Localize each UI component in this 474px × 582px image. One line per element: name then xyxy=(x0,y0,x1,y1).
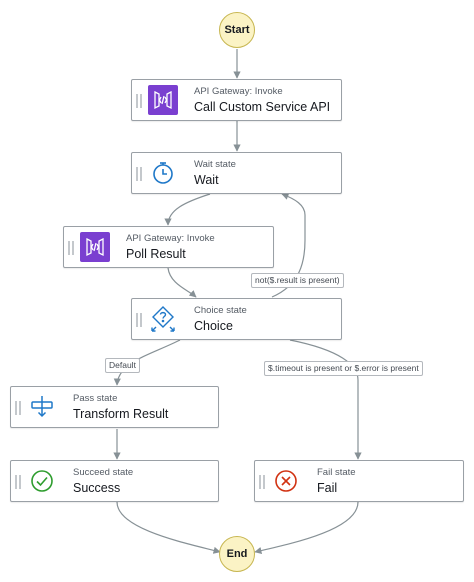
edge-poll-to-choice xyxy=(167,267,197,298)
state-call-custom-service-api[interactable]: API Gateway: Invoke Call Custom Service … xyxy=(131,79,342,121)
state-title: Choice xyxy=(194,319,233,333)
fail-x-icon xyxy=(271,466,301,496)
state-poll-result[interactable]: API Gateway: Invoke Poll Result xyxy=(63,226,274,268)
api-gateway-icon xyxy=(80,232,110,262)
api-gateway-icon xyxy=(148,85,178,115)
succeed-check-icon xyxy=(27,466,57,496)
drag-handle[interactable] xyxy=(68,241,74,255)
state-title: Wait xyxy=(194,173,219,187)
state-kind: Fail state xyxy=(317,467,356,478)
state-kind: API Gateway: Invoke xyxy=(126,233,215,244)
state-kind: API Gateway: Invoke xyxy=(194,86,283,97)
start-node[interactable]: Start xyxy=(219,12,255,48)
state-title: Fail xyxy=(317,481,338,495)
state-title: Poll Result xyxy=(126,247,186,261)
state-title: Success xyxy=(73,481,121,495)
stopwatch-icon xyxy=(148,158,178,188)
state-transform-result[interactable]: Pass state Transform Result xyxy=(10,386,219,428)
edge-success-to-end xyxy=(116,501,221,554)
state-fail[interactable]: Fail state Fail xyxy=(254,460,464,502)
choice-icon xyxy=(148,304,178,334)
edge-choice-to-fail xyxy=(289,339,362,460)
state-kind: Choice state xyxy=(194,305,247,316)
drag-handle[interactable] xyxy=(259,475,265,489)
end-label: End xyxy=(226,548,248,560)
edge-wait-to-poll xyxy=(164,193,211,226)
drag-handle[interactable] xyxy=(15,475,21,489)
drag-handle[interactable] xyxy=(136,94,142,108)
state-title: Transform Result xyxy=(73,407,169,421)
state-kind: Wait state xyxy=(194,159,236,170)
end-node[interactable]: End xyxy=(219,536,255,572)
state-choice[interactable]: Choice state Choice xyxy=(131,298,342,340)
drag-handle[interactable] xyxy=(136,167,142,181)
edge-label-loop[interactable]: not($.result is present) xyxy=(251,273,344,288)
state-kind: Pass state xyxy=(73,393,118,404)
drag-handle[interactable] xyxy=(15,401,21,415)
drag-handle[interactable] xyxy=(136,313,142,327)
state-wait[interactable]: Wait state Wait xyxy=(131,152,342,194)
edge-label-fail-condition[interactable]: $.timeout is present or $.error is prese… xyxy=(264,361,423,376)
state-success[interactable]: Succeed state Success xyxy=(10,460,219,502)
edge-fail-to-end xyxy=(254,501,359,555)
edge-label-default[interactable]: Default xyxy=(105,358,140,373)
pass-icon xyxy=(27,392,57,422)
start-label: Start xyxy=(224,24,250,36)
state-title: Call Custom Service API xyxy=(194,100,331,114)
state-kind: Succeed state xyxy=(73,467,134,478)
